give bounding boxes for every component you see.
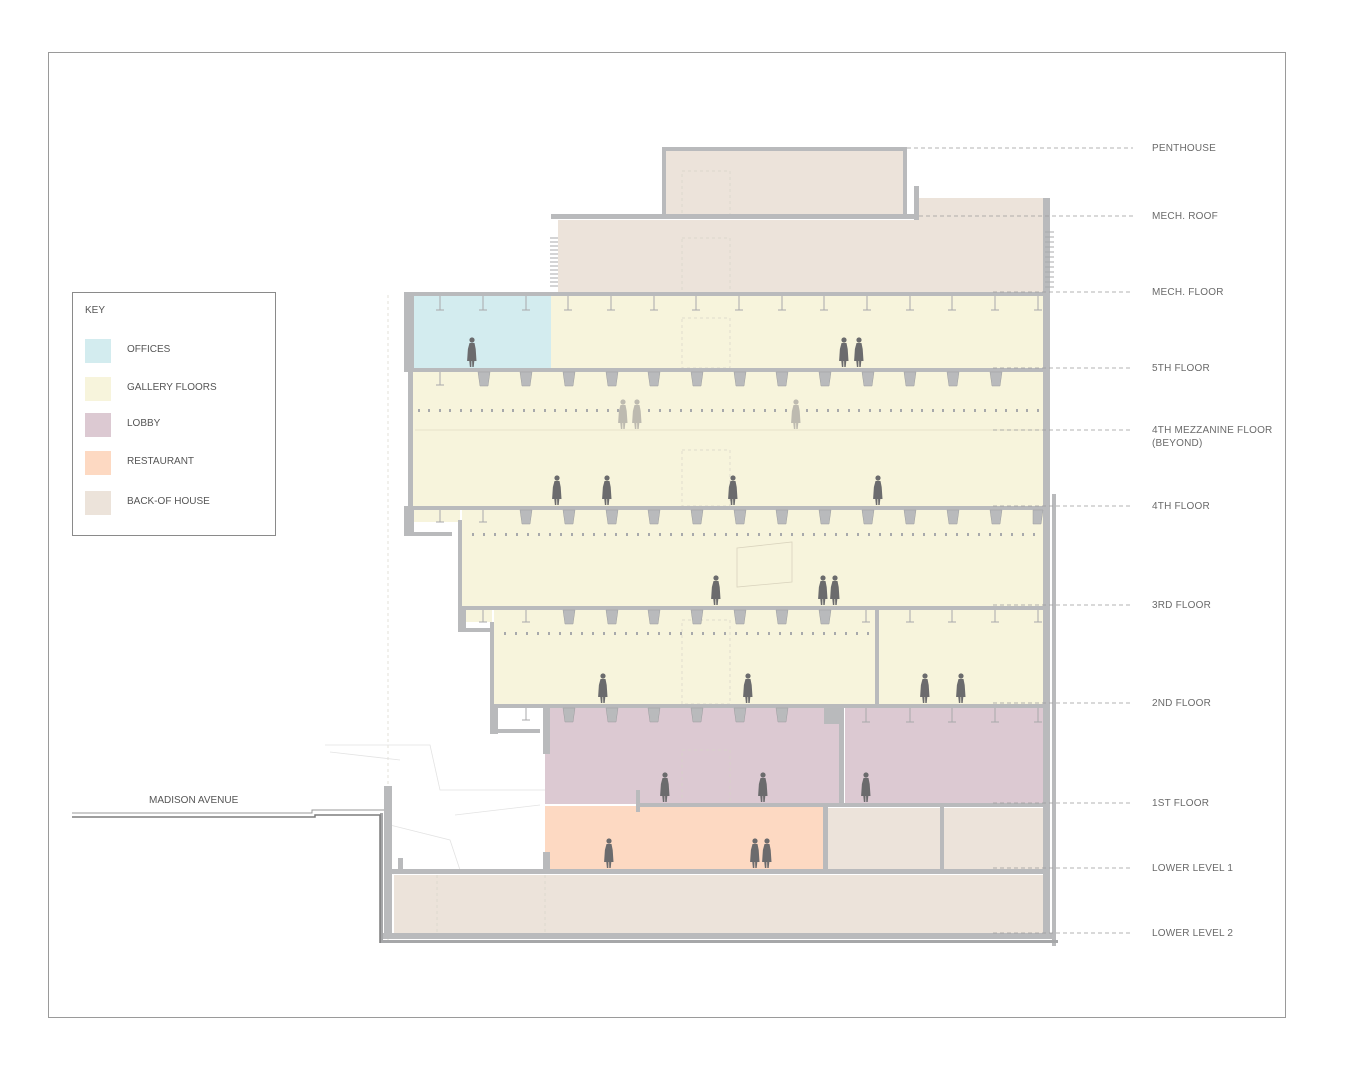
coffer-beams [477, 371, 1044, 723]
lobby-west [545, 708, 839, 804]
level-label-penthouse: PENTHOUSE [1152, 143, 1217, 154]
swatch-back-of-house [85, 491, 111, 515]
swatch-gallery-floors [85, 377, 111, 401]
louvers [550, 231, 1054, 288]
legend-title: KEY [85, 305, 106, 316]
gallery-2nd-floor-west [494, 610, 875, 704]
level-label-mech-roof: MECH. ROOF [1152, 211, 1218, 222]
track-light-dots [418, 409, 1039, 635]
level-label-lower-level-1: LOWER LEVEL 1 [1152, 863, 1234, 874]
street-label: MADISON AVENUE [149, 795, 239, 806]
madison-avenue-ground-line [72, 809, 384, 943]
gallery-5th-floor [551, 296, 1044, 368]
legend-label: OFFICES [127, 344, 171, 355]
mechanical-annex [918, 198, 1046, 220]
level-label-4th-floor: 4TH FLOOR [1152, 501, 1210, 512]
gallery-2nd-floor-overhang [462, 610, 492, 622]
legend-label: RESTAURANT [127, 456, 195, 467]
legend-item-gallery-floors: GALLERY FLOORS [85, 377, 271, 401]
entrance-stair-ghost [325, 744, 545, 871]
gallery-3rd-floor [462, 510, 1044, 606]
level-label-3rd-floor: 3RD FLOOR [1152, 600, 1212, 611]
back-of-house-ll1-b [944, 808, 1044, 870]
mechanical-room [558, 220, 1046, 294]
back-of-house-ll1-a [828, 808, 940, 870]
legend-item-lobby: LOBBY [85, 413, 271, 437]
structure [380, 147, 1058, 946]
level-leader-lines [907, 147, 1133, 934]
level-label-4th-mezzanine: 4TH MEZZANINE FLOOR (BEYOND) [1152, 425, 1273, 449]
gallery-3rd-floor-overhang [412, 510, 460, 522]
level-label-5th-floor: 5TH FLOOR [1152, 363, 1210, 374]
legend-key: KEY OFFICES GALLERY FLOORS LOBBY RESTAUR… [72, 292, 276, 536]
level-label-mech-floor: MECH. FLOOR [1152, 287, 1224, 298]
legend-item-restaurant: RESTAURANT [85, 451, 271, 475]
level-label-1st-floor: 1ST FLOOR [1152, 798, 1210, 809]
drawing-frame [48, 52, 1286, 1018]
back-of-house-ll2 [394, 875, 1044, 933]
level-label-lower-level-2: LOWER LEVEL 2 [1152, 928, 1234, 939]
restaurant [545, 806, 823, 870]
legend-item-offices: OFFICES [85, 339, 271, 363]
legend-item-back-of-house: BACK-OF HOUSE [85, 491, 271, 515]
swatch-restaurant [85, 451, 111, 475]
lobby-east [845, 708, 1044, 804]
gallery-4th-floor [412, 372, 1044, 506]
ceiling-lights [436, 296, 1042, 723]
level-label-2nd-floor: 2ND FLOOR [1152, 698, 1212, 709]
penthouse-room [665, 150, 905, 216]
legend-label: GALLERY FLOORS [127, 382, 217, 393]
legend-label: LOBBY [127, 418, 161, 429]
swatch-offices [85, 339, 111, 363]
swatch-lobby [85, 413, 111, 437]
legend-label: BACK-OF HOUSE [127, 496, 210, 507]
skylight-outline [736, 541, 793, 588]
